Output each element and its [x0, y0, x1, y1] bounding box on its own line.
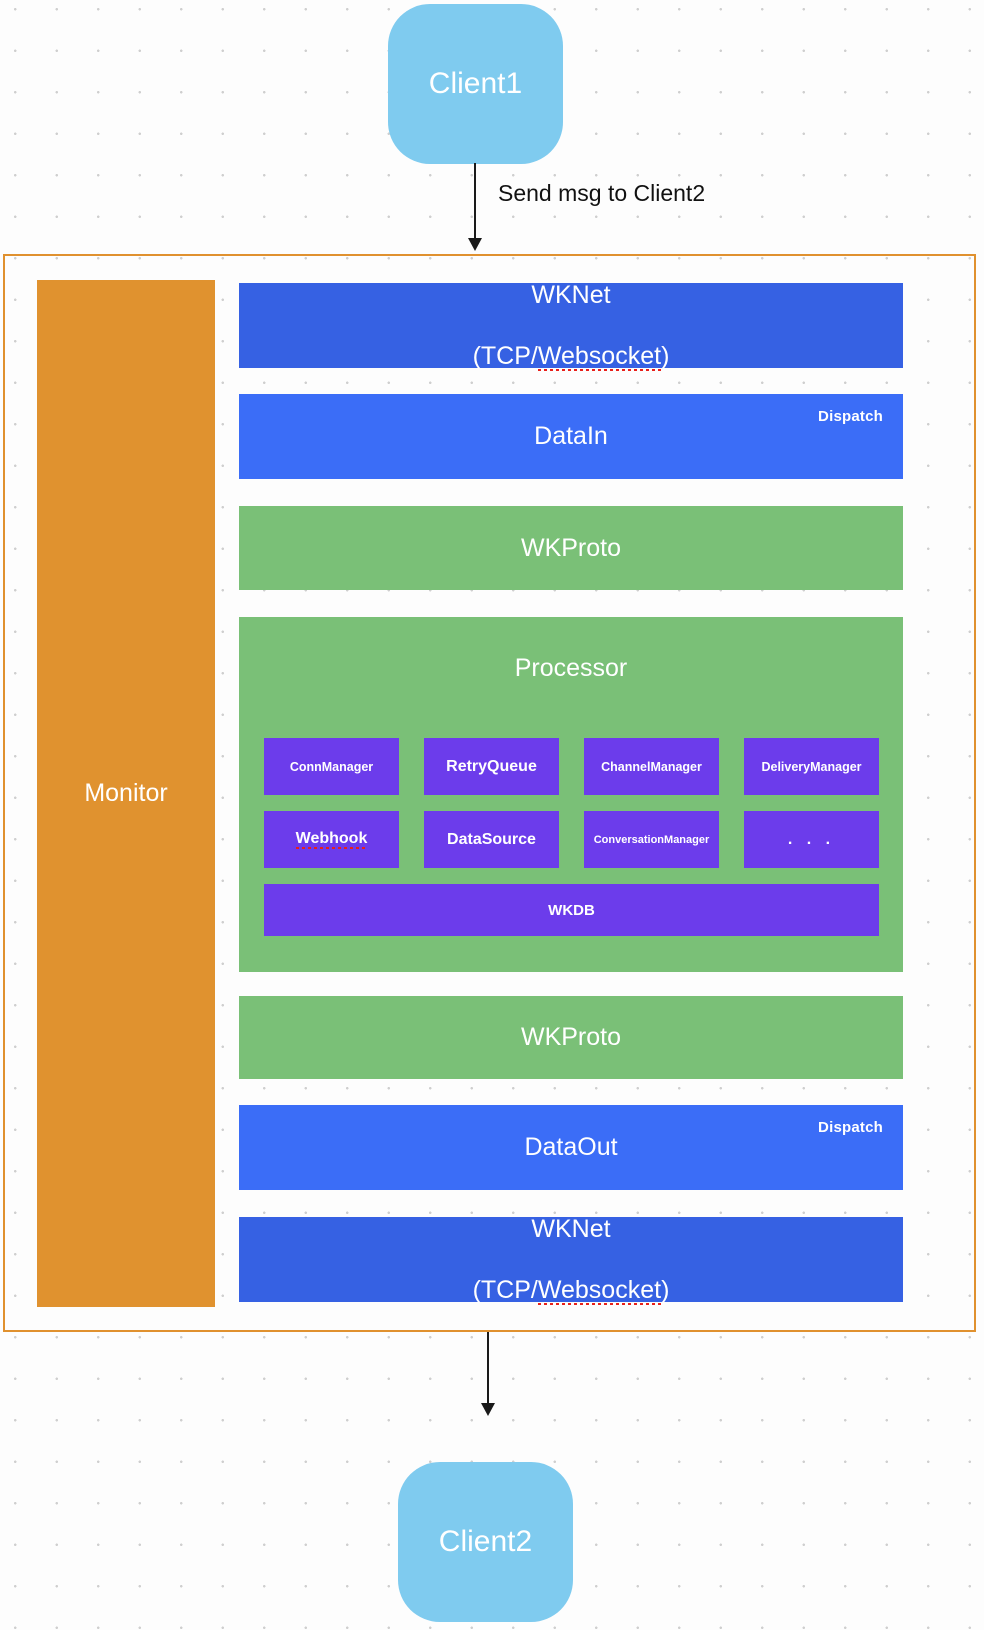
client1-node[interactable]: Client1	[388, 4, 563, 164]
wknet-in-line1: WKNet	[531, 280, 611, 309]
arrow-server-to-client2-line	[487, 1332, 489, 1406]
component-channel-manager[interactable]: ChannelManager	[584, 738, 719, 795]
arrow-client1-to-server-line	[474, 163, 476, 241]
processor-row-2: Webhook DataSource ConversationManager .…	[264, 811, 879, 868]
monitor-block[interactable]: Monitor	[37, 280, 215, 1307]
wknet-out-misspelled-word: Websocket	[537, 1275, 662, 1305]
arrow-server-to-client2-head	[481, 1403, 495, 1416]
wknet-out-block[interactable]: WKNet (TCP/Websocket)	[239, 1215, 903, 1305]
wknet-out-text: WKNet (TCP/Websocket)	[472, 1183, 670, 1336]
dataout-dispatch-tag: Dispatch	[818, 1119, 883, 1136]
wkproto-out-label: WKProto	[520, 1023, 622, 1052]
monitor-label: Monitor	[84, 779, 168, 808]
component-retry-queue[interactable]: RetryQueue	[424, 738, 559, 795]
component-delivery-manager[interactable]: DeliveryManager	[744, 738, 879, 795]
datain-block[interactable]: DataIn Dispatch	[239, 394, 903, 479]
arrow-client1-to-server-head	[468, 238, 482, 251]
component-conn-manager[interactable]: ConnManager	[264, 738, 399, 795]
wknet-in-line2: (TCP/Websocket)	[472, 341, 670, 371]
client1-label: Client1	[428, 66, 523, 100]
wkproto-out-block[interactable]: WKProto	[239, 996, 903, 1079]
wknet-out-line1: WKNet	[531, 1214, 611, 1243]
wknet-in-text: WKNet (TCP/Websocket)	[472, 249, 670, 402]
client2-node[interactable]: Client2	[398, 1462, 573, 1622]
datain-dispatch-tag: Dispatch	[818, 408, 883, 425]
arrow-client1-label: Send msg to Client2	[498, 180, 706, 206]
wkproto-in-label: WKProto	[520, 533, 622, 562]
server-container	[3, 254, 976, 1332]
processor-row-1: ConnManager RetryQueue ChannelManager De…	[264, 738, 879, 795]
wknet-in-misspelled-word: Websocket	[537, 341, 662, 371]
wknet-in-block[interactable]: WKNet (TCP/Websocket)	[239, 281, 903, 371]
processor-components-grid: ConnManager RetryQueue ChannelManager De…	[264, 738, 879, 936]
component-conversation-manager[interactable]: ConversationManager	[584, 811, 719, 868]
component-more-ellipsis[interactable]: . . .	[744, 811, 879, 868]
wknet-out-line2: (TCP/Websocket)	[472, 1275, 670, 1305]
component-webhook[interactable]: Webhook	[264, 811, 399, 868]
wkproto-in-block[interactable]: WKProto	[239, 506, 903, 590]
client2-label: Client2	[438, 1524, 533, 1558]
component-wkdb[interactable]: WKDB	[264, 884, 879, 936]
dataout-block[interactable]: DataOut Dispatch	[239, 1105, 903, 1190]
dataout-label: DataOut	[524, 1133, 618, 1162]
component-datasource[interactable]: DataSource	[424, 811, 559, 868]
datain-label: DataIn	[534, 422, 608, 451]
processor-label: Processor	[514, 654, 628, 682]
component-webhook-label: Webhook	[295, 830, 368, 849]
